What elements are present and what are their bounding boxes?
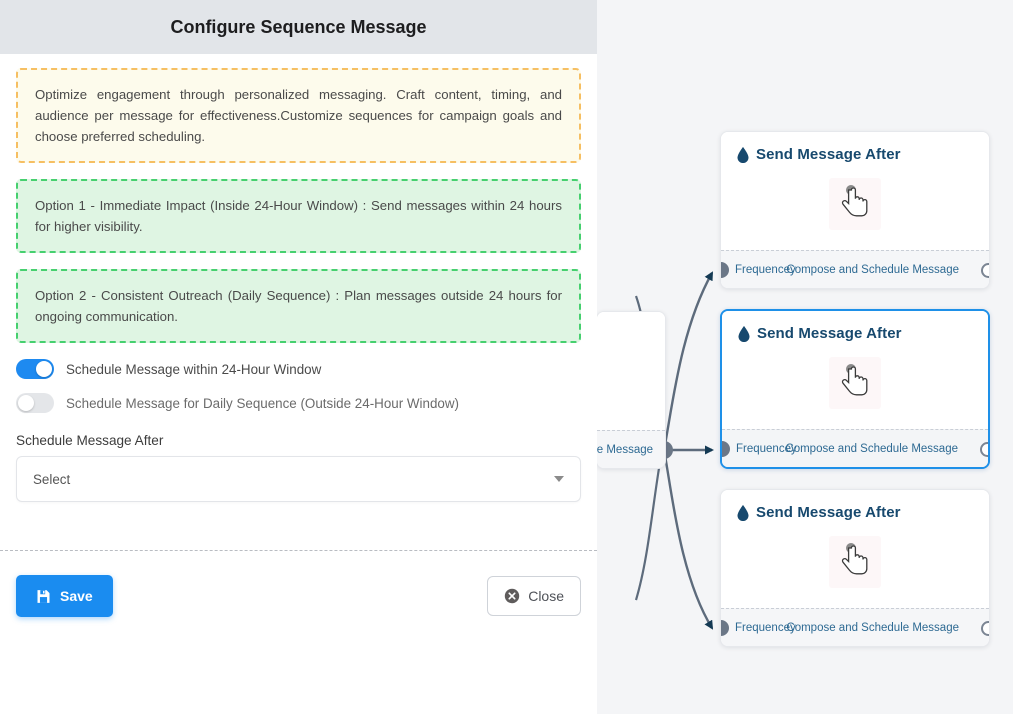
schedule-message-after-label: Schedule Message After	[16, 433, 164, 448]
save-button-label: Save	[60, 588, 93, 604]
toggle-label-within-24h: Schedule Message within 24-Hour Window	[66, 361, 322, 377]
schedule-message-after-select[interactable]: Select	[16, 456, 581, 502]
node-footer-left-label: Frequencey	[736, 442, 797, 455]
edge-to-node-1	[662, 271, 714, 451]
flow-node-partial[interactable]: ce Message	[596, 311, 666, 469]
chevron-down-icon	[554, 476, 564, 482]
node-footer: Frequencey Compose and Schedule Message	[722, 429, 988, 467]
save-button[interactable]: Save	[16, 575, 113, 617]
node-footer-left-label: Frequencey	[735, 621, 796, 634]
toggle-row-within-24h[interactable]: Schedule Message within 24-Hour Window	[16, 359, 581, 379]
node-title-text: Send Message After	[756, 504, 901, 521]
water-drop-icon	[737, 146, 749, 163]
node-header: Send Message After	[721, 132, 989, 163]
node-footer: Frequencey Compose and Schedule Message	[721, 250, 989, 288]
cancel-button[interactable]: Close	[487, 576, 581, 616]
pointer-hand-icon	[829, 178, 881, 230]
node-footer-right-label: Compose and Schedule Message	[786, 263, 959, 276]
panel-footer: Save Close	[0, 551, 597, 641]
node-title-text: Send Message After	[756, 146, 901, 163]
option-one-note: Option 1 - Immediate Impact (Inside 24-H…	[16, 179, 581, 253]
node-footer: ce Message	[597, 430, 665, 468]
pointer-hand-icon	[829, 536, 881, 588]
option-two-note: Option 2 - Consistent Outreach (Daily Se…	[16, 269, 581, 343]
toggle-switch-within-24h[interactable]	[16, 359, 54, 379]
edge-incoming-lower	[634, 461, 662, 601]
node-body: Send Message After	[721, 132, 989, 250]
toggle-label-daily-sequence: Schedule Message for Daily Sequence (Out…	[66, 395, 459, 411]
node-title-text: Send Message After	[757, 325, 902, 342]
cancel-button-label: Close	[528, 588, 564, 604]
pointer-hand-icon	[829, 357, 881, 409]
toggle-knob	[36, 361, 52, 377]
node-footer-right-label: Compose and Schedule Message	[786, 621, 959, 634]
close-circle-icon	[504, 588, 520, 604]
node-body: Send Message After	[721, 490, 989, 608]
toggle-row-daily-sequence[interactable]: Schedule Message for Daily Sequence (Out…	[16, 393, 581, 413]
edge-to-node-3	[662, 449, 714, 630]
info-note: Optimize engagement through personalized…	[16, 68, 581, 163]
node-output-port[interactable]	[980, 441, 988, 457]
footer-divider	[0, 550, 597, 551]
node-output-port[interactable]	[981, 620, 989, 636]
node-header: Send Message After	[721, 490, 989, 521]
flow-node-send-message-after-2[interactable]: Send Message After Frequencey Compose an…	[720, 309, 990, 469]
node-header: Send Message After	[722, 311, 988, 342]
toggle-knob	[18, 395, 34, 411]
node-footer-label: ce Message	[596, 443, 654, 456]
flow-node-send-message-after-1[interactable]: Send Message After Frequencey Compose an…	[720, 131, 990, 289]
save-floppy-icon	[36, 589, 51, 604]
panel-header: Configure Sequence Message	[0, 0, 597, 54]
select-value: Select	[33, 471, 71, 487]
node-input-port[interactable]	[721, 261, 729, 278]
node-input-port[interactable]	[721, 619, 729, 636]
configure-sequence-panel: Configure Sequence Message Optimize enga…	[0, 0, 597, 714]
node-footer: Frequencey Compose and Schedule Message	[721, 608, 989, 646]
node-footer-right-label: Compose and Schedule Message	[785, 442, 958, 455]
toggle-switch-daily-sequence[interactable]	[16, 393, 54, 413]
water-drop-icon	[737, 504, 749, 521]
water-drop-icon	[738, 325, 750, 342]
node-footer-left-label: Frequencey	[735, 263, 796, 276]
page-title: Configure Sequence Message	[170, 16, 427, 37]
panel-content: Optimize engagement through personalized…	[0, 54, 597, 502]
node-body: Send Message After	[722, 311, 988, 429]
flow-node-send-message-after-3[interactable]: Send Message After Frequencey Compose an…	[720, 489, 990, 647]
node-body	[597, 312, 665, 430]
node-input-port[interactable]	[722, 440, 730, 457]
node-output-port[interactable]	[981, 262, 989, 278]
